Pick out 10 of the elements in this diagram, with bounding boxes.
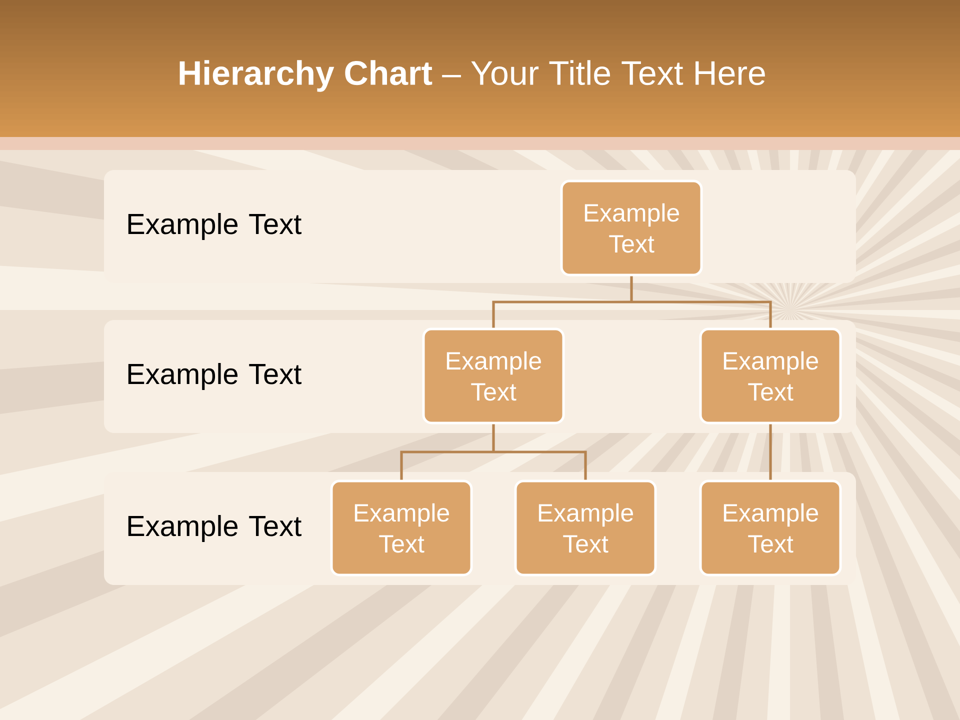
connector xyxy=(400,422,587,482)
title: Hierarchy Chart – Your Title Text Here xyxy=(180,60,765,92)
org-box: Example Text xyxy=(422,328,565,424)
org-box: Example Text xyxy=(699,480,842,576)
org-box: Example Text xyxy=(330,480,473,576)
org-box: Example Text xyxy=(699,328,842,424)
org-box: Example Text xyxy=(560,180,703,276)
org-box: Example Text xyxy=(514,480,657,576)
connector xyxy=(492,274,772,330)
connector xyxy=(769,424,772,480)
